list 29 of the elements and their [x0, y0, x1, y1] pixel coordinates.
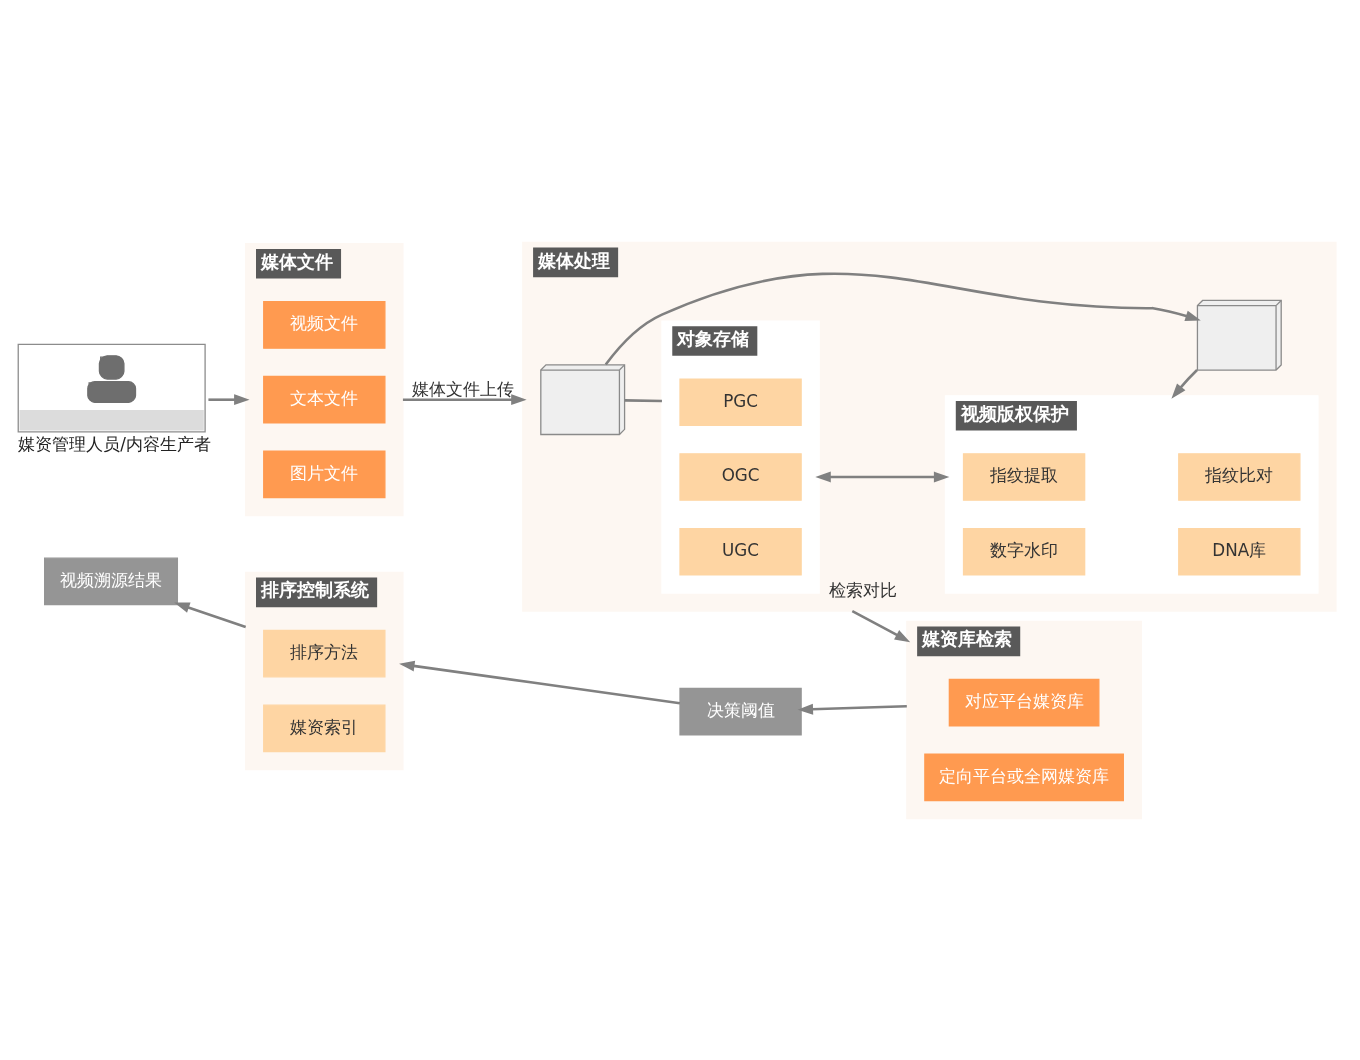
arrow [815, 471, 950, 482]
arrow [208, 393, 250, 405]
edge-label: 媒体文件上传 [411, 378, 514, 399]
node-box: OGC [679, 452, 802, 501]
node-box: 指纹比对 [1178, 452, 1301, 501]
edge-label: 检索对比 [829, 579, 897, 600]
node-box: DNA库 [1178, 527, 1301, 576]
arrow [402, 393, 527, 405]
node-box: 视频文件 [263, 300, 386, 349]
node-label: 媒资管理人员/内容生产者 [18, 433, 211, 454]
node-box: 图片文件 [263, 450, 386, 498]
arrow [399, 660, 681, 704]
arrow [604, 272, 1201, 365]
arrow [851, 609, 911, 642]
node-box: 定向平台或全网媒资库 [924, 752, 1124, 801]
node-box: 对应平台媒资库 [948, 678, 1100, 726]
node-box: 指纹提取 [962, 452, 1086, 501]
node-box: PGC [679, 377, 802, 426]
arrow [1171, 368, 1198, 399]
node-box: 排序方法 [263, 629, 386, 677]
node-box: 视频溯源结果 [44, 557, 179, 605]
node-box: UGC [679, 527, 802, 576]
node-box: 媒资索引 [263, 704, 386, 752]
node-box: 文本文件 [263, 375, 386, 424]
node-box: 数字水印 [962, 527, 1086, 576]
arrow [174, 602, 247, 628]
arrow [797, 703, 907, 715]
connector [624, 398, 662, 402]
node-box: 决策阈值 [679, 687, 802, 735]
